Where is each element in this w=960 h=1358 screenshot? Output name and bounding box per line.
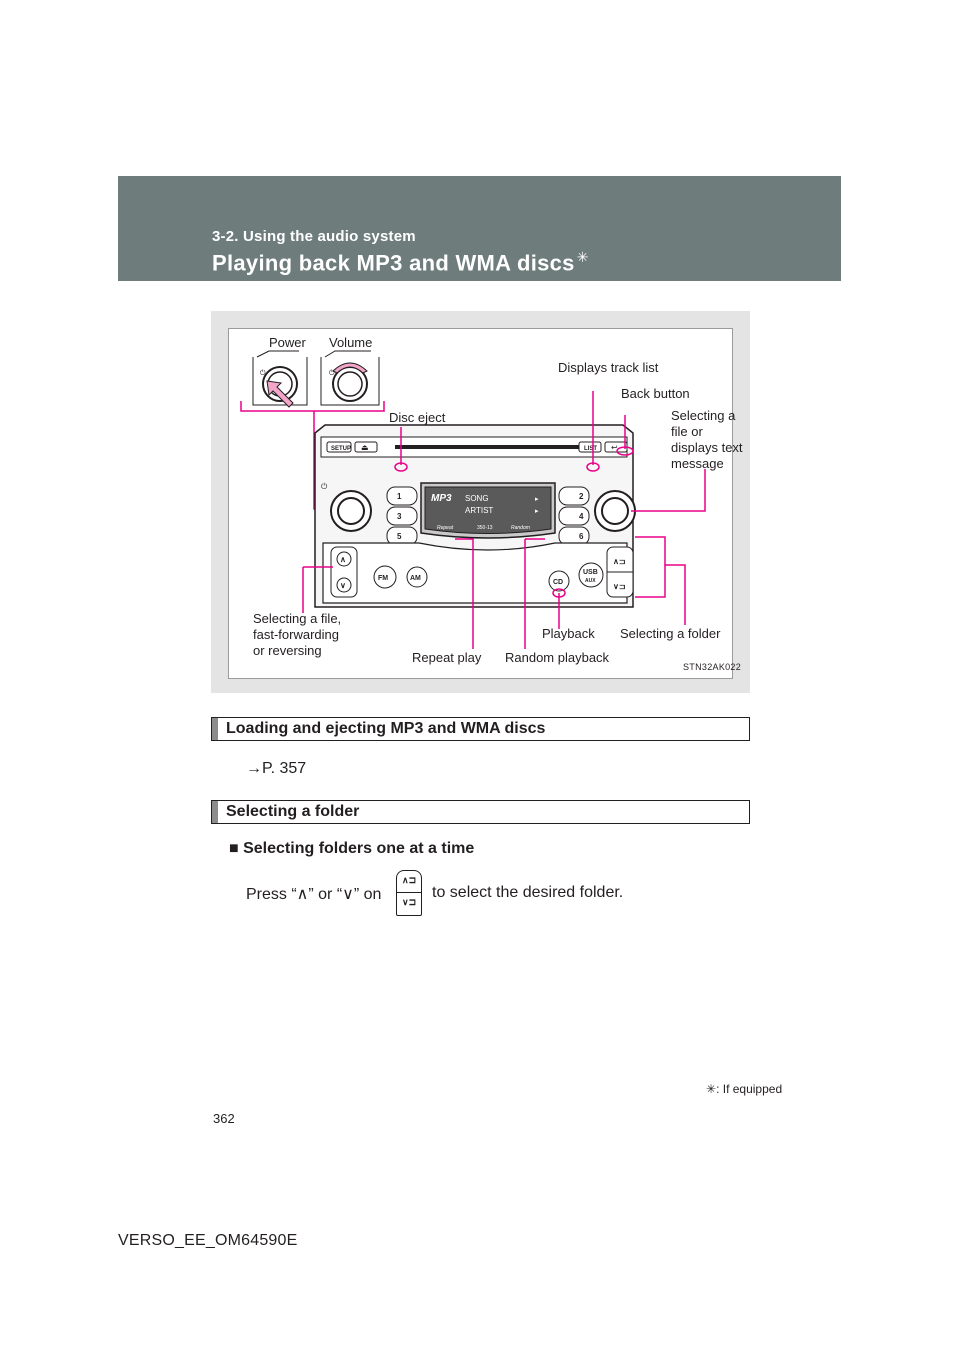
label-power: Power — [269, 335, 306, 350]
preset-3: 3 — [397, 512, 402, 521]
preset-1: 1 — [397, 492, 402, 501]
heading-accent — [212, 801, 218, 823]
document-code: VERSO_EE_OM64590E — [118, 1232, 298, 1249]
svg-text:⏻: ⏻ — [329, 369, 335, 377]
label-displays-track-list: Displays track list — [558, 360, 659, 375]
svg-text:⏏: ⏏ — [361, 443, 369, 452]
heading-accent — [212, 718, 218, 740]
label-selecting-folder: Selecting a folder — [620, 626, 721, 641]
screen-song: SONG — [465, 494, 489, 503]
title-asterisk-mark: ✳ — [576, 249, 589, 265]
svg-text:▸: ▸ — [535, 496, 539, 503]
screen-mode: MP3 — [431, 493, 452, 504]
screen-repeat: Repeat — [437, 525, 454, 531]
screen-random: Random — [511, 525, 530, 531]
label-random-playback: Random playback — [505, 650, 610, 665]
section-label: 3-2. Using the audio system — [212, 228, 416, 245]
svg-text:∨: ∨ — [340, 581, 346, 590]
usb-button-label: USB — [583, 569, 598, 576]
page-reference: →P. 357 — [246, 760, 307, 777]
preset-5: 5 — [397, 532, 402, 541]
svg-text:▸: ▸ — [535, 508, 539, 515]
head-unit: SETUP ⏏ LIST ↩ ⏻ — [314, 424, 636, 608]
audio-unit-illustration: ⏻ ⏻ SETUP ⏏ — [240, 350, 706, 649]
label-playback: Playback — [542, 626, 595, 641]
section-heading-loading: Loading and ejecting MP3 and WMA discs — [211, 717, 750, 741]
screen-time: 350-13 — [477, 525, 493, 531]
cd-button-label: CD — [553, 579, 563, 586]
setup-button-label: SETUP — [331, 446, 351, 452]
label-line: Selecting a — [671, 408, 736, 423]
volume-knob-closeup: ⏻ — [320, 350, 380, 406]
page-number: 362 — [213, 1111, 235, 1126]
fm-button-label: FM — [378, 575, 388, 582]
header-band: 3-2. Using the audio system Playing back… — [118, 176, 841, 281]
label-line: displays text — [671, 440, 743, 455]
label-line: or reversing — [253, 643, 322, 658]
svg-text:∧: ∧ — [340, 555, 346, 564]
label-line: message — [671, 456, 724, 471]
page-title-text: Playing back MP3 and WMA discs — [212, 250, 575, 276]
power-knob-closeup: ⏻ — [252, 350, 308, 408]
preset-4: 4 — [579, 512, 584, 521]
label-back-button: Back button — [621, 386, 690, 401]
folder-down-icon: ∨⊐ — [402, 897, 417, 907]
figure-code: STN32AK022 — [683, 662, 742, 672]
section-heading-text: Loading and ejecting MP3 and WMA discs — [226, 720, 546, 737]
section-heading-folder: Selecting a folder — [211, 800, 750, 824]
label-line: file or — [671, 424, 703, 439]
label-repeat-play: Repeat play — [412, 650, 482, 665]
svg-text:↩: ↩ — [611, 443, 618, 452]
svg-text:⏻: ⏻ — [260, 369, 266, 377]
list-button-label: LIST — [584, 446, 597, 452]
divider — [397, 892, 421, 893]
figure-panel: ⏻ ⏻ SETUP ⏏ — [211, 311, 750, 693]
instruction-after: to select the desired folder. — [432, 884, 624, 901]
preset-2: 2 — [579, 492, 584, 501]
screen-artist: ARTIST — [465, 506, 493, 515]
folder-up-icon: ∧⊐ — [402, 875, 417, 885]
audio-unit-figure: ⏻ ⏻ SETUP ⏏ — [228, 328, 743, 679]
svg-text:⏻: ⏻ — [321, 482, 328, 491]
label-line: Selecting a file, — [253, 611, 342, 626]
footnote-text: : If equipped — [716, 1082, 783, 1096]
footnote-mark: ✳ — [706, 1082, 717, 1096]
svg-text:∨⊐: ∨⊐ — [613, 582, 626, 591]
am-button-label: AM — [410, 575, 421, 582]
aux-button-label: AUX — [585, 578, 596, 584]
callout-lines — [302, 391, 706, 649]
footnote: ✳: If equipped — [706, 1082, 782, 1096]
preset-6: 6 — [579, 532, 584, 541]
section-heading-text: Selecting a folder — [226, 803, 360, 820]
label-selecting-file-ff: Selecting a file, fast-forwarding or rev… — [253, 611, 341, 659]
subheading: ■ Selecting folders one at a time — [229, 840, 475, 857]
svg-text:∧⊐: ∧⊐ — [613, 557, 626, 566]
label-line: fast-forwarding — [253, 627, 339, 642]
instruction-before: Press “∧” or “∨” on — [246, 886, 382, 903]
label-disc-eject: Disc eject — [389, 410, 446, 425]
label-volume: Volume — [329, 335, 373, 350]
page-title: Playing back MP3 and WMA discs✳ — [212, 249, 589, 276]
folder-select-button-icon: ∧⊐ ∨⊐ — [396, 870, 422, 916]
label-selecting-file-or-text: Selecting a file or displays text messag… — [671, 408, 743, 472]
